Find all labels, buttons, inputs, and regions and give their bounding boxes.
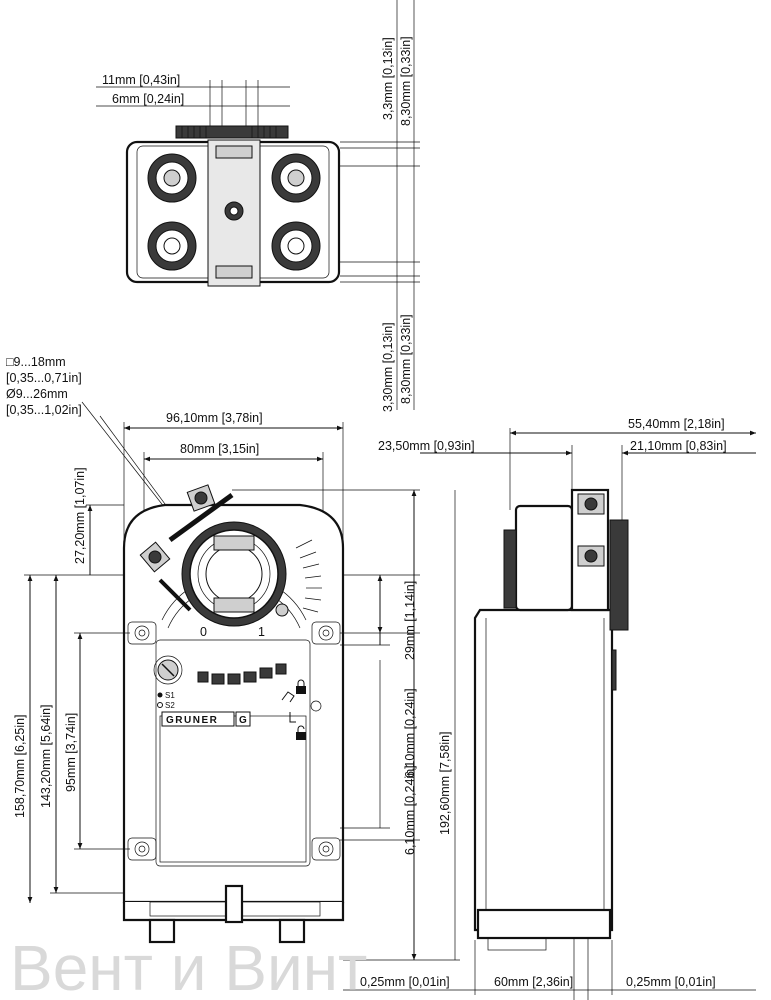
dim-width-total: 96,10mm [3,78in]	[166, 411, 263, 425]
dim-29: 29mm [1,14in]	[403, 581, 417, 660]
dim-bottom-left: 0,25mm [0,01in]	[360, 975, 450, 989]
top-view: 11mm [0,43in] 6mm [0,24in] 3,3mm [0,13in…	[96, 0, 420, 412]
shaft-square-range: □9...18mm	[6, 355, 66, 369]
cable-gland-tl	[147, 153, 197, 203]
dim-27-20: 27,20mm [1,07in]	[73, 467, 87, 564]
front-view: 96,10mm [3,78in] 80mm [3,15in]	[13, 411, 460, 961]
cable-gland-tr	[271, 153, 321, 203]
front-housing	[122, 503, 345, 904]
status-segments	[197, 663, 287, 685]
side-view: 55,40mm [2,18in] 23,50mm [0,93in] 21,10m…	[343, 417, 756, 1000]
shaft-round-range-in: [0,35...1,02in]	[6, 403, 82, 417]
side-scale-plate	[609, 519, 629, 631]
dim-23-50: 23,50mm [0,93in]	[378, 439, 475, 453]
svg-text:G: G	[239, 715, 248, 726]
shaft-round-range: Ø9...26mm	[6, 387, 68, 401]
dim-21-10: 21,10mm [0,83in]	[630, 439, 727, 453]
dim-bottom-right: 0,25mm [0,01in]	[626, 975, 716, 989]
front-cover-panel	[155, 639, 311, 867]
brand-logo	[235, 711, 251, 727]
watermark: Вент и Винт	[10, 932, 367, 1000]
dim-158-70: 158,70mm [6,25in]	[13, 714, 27, 818]
mount-hole-br	[311, 837, 341, 861]
dim-55-40: 55,40mm [2,18in]	[628, 417, 725, 431]
dim-95: 95mm [3,74in]	[64, 713, 78, 792]
side-housing	[473, 608, 614, 932]
adjust-dial	[153, 655, 183, 685]
manual-override-icon	[281, 691, 322, 723]
shaft-clamp	[139, 484, 289, 627]
dim-3-30mm: 3,30mm [0,13in]	[381, 322, 395, 412]
side-gear-block	[514, 504, 574, 612]
shaft-square-range-in: [0,35...0,71in]	[6, 371, 82, 385]
dim-3-3mm: 3,3mm [0,13in]	[381, 37, 395, 120]
brand-name: GRUNER	[166, 715, 218, 726]
dim-6-10-b: 6,10mm [0,24in]	[403, 765, 417, 855]
brand-plate	[161, 711, 235, 727]
dim-8-30mm-top: 8,30mm [0,33in]	[399, 36, 413, 126]
lock-icon	[296, 679, 306, 694]
dim-143-20: 143,20mm [5,64in]	[39, 704, 53, 808]
switch-s2: S2	[165, 701, 175, 710]
dim-11mm: 11mm [0,43in]	[102, 73, 180, 87]
scale-one: 1	[258, 625, 265, 639]
top-gear-strip	[175, 125, 289, 139]
dim-60: 60mm [2,36in]	[494, 975, 573, 989]
dim-8-30mm-bottom: 8,30mm [0,33in]	[399, 314, 413, 404]
dim-width-inner: 80mm [3,15in]	[180, 442, 259, 456]
dim-6mm: 6mm [0,24in]	[112, 92, 184, 106]
switch-s1: S1	[165, 691, 175, 700]
cable-gland-br	[271, 221, 321, 271]
unlock-icon	[296, 725, 306, 740]
dim-192-60: 192,60mm [7,58in]	[438, 731, 452, 835]
scale-zero: 0	[200, 625, 207, 639]
dim-6-10-a: 6,10mm [0,24in]	[403, 688, 417, 778]
cable-gland-bl	[147, 221, 197, 271]
